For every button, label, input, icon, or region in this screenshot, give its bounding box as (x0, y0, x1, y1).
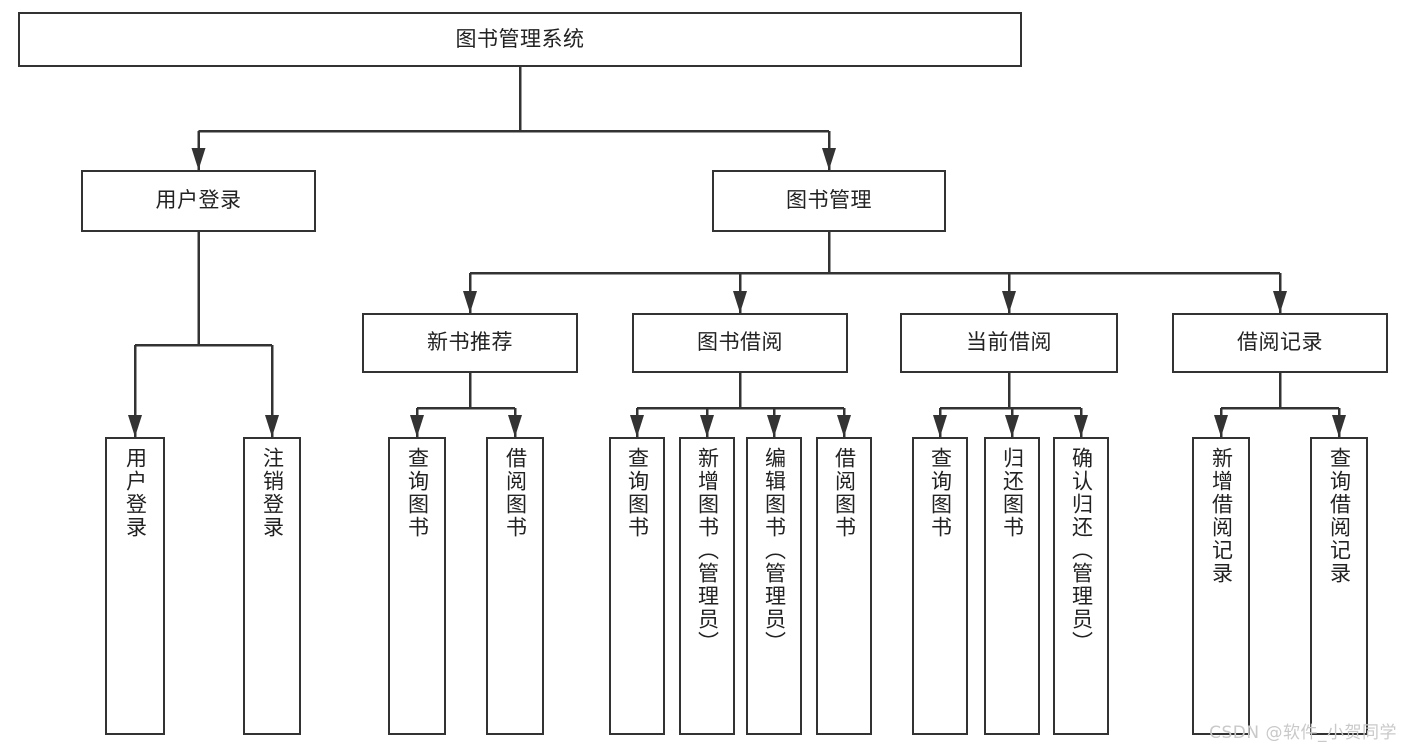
node-leaf-query-record[interactable]: 查询借阅记录 (1310, 437, 1368, 735)
node-label: 确认归还（管理员） (1069, 447, 1094, 654)
node-new-book-rec[interactable]: 新书推荐 (362, 313, 578, 373)
node-leaf-return-book[interactable]: 归还图书 (984, 437, 1040, 735)
node-borrow-record[interactable]: 借阅记录 (1172, 313, 1388, 373)
node-leaf-add-record[interactable]: 新增借阅记录 (1192, 437, 1250, 735)
node-label: 查询借阅记录 (1327, 447, 1352, 585)
node-leaf-query-book-cur[interactable]: 查询图书 (912, 437, 968, 735)
node-label: 借阅图书 (832, 447, 857, 539)
node-label: 图书管理系统 (455, 26, 585, 51)
node-label: 借阅图书 (503, 447, 528, 539)
node-label: 图书借阅 (697, 330, 783, 355)
node-leaf-borrow-book[interactable]: 借阅图书 (816, 437, 872, 735)
node-leaf-borrow-book-rec[interactable]: 借阅图书 (486, 437, 544, 735)
node-label: 查询图书 (928, 447, 953, 539)
node-label: 用户登录 (155, 188, 242, 213)
node-leaf-confirm-return[interactable]: 确认归还（管理员） (1053, 437, 1109, 735)
node-label: 注销登录 (260, 447, 285, 539)
node-leaf-query-book-rec[interactable]: 查询图书 (388, 437, 446, 735)
node-leaf-edit-book[interactable]: 编辑图书（管理员） (746, 437, 802, 735)
node-label: 编辑图书（管理员） (762, 447, 787, 654)
node-label: 新书推荐 (427, 330, 513, 355)
node-leaf-query-book-borrow[interactable]: 查询图书 (609, 437, 665, 735)
node-book-borrow[interactable]: 图书借阅 (632, 313, 848, 373)
node-label: 新增借阅记录 (1209, 447, 1234, 585)
node-label: 用户登录 (123, 447, 148, 539)
node-book-manage[interactable]: 图书管理 (712, 170, 946, 232)
node-label: 查询图书 (625, 447, 650, 539)
node-leaf-user-login[interactable]: 用户登录 (105, 437, 165, 735)
node-user-login[interactable]: 用户登录 (81, 170, 316, 232)
root-node[interactable]: 图书管理系统 (18, 12, 1022, 67)
node-leaf-logout[interactable]: 注销登录 (243, 437, 301, 735)
node-leaf-add-book[interactable]: 新增图书（管理员） (679, 437, 735, 735)
node-label: 借阅记录 (1237, 330, 1323, 355)
node-label: 图书管理 (786, 188, 872, 213)
node-current-borrow[interactable]: 当前借阅 (900, 313, 1118, 373)
node-label: 归还图书 (1000, 447, 1025, 539)
node-label: 当前借阅 (966, 330, 1052, 355)
node-label: 新增图书（管理员） (695, 447, 720, 654)
node-label: 查询图书 (405, 447, 430, 539)
